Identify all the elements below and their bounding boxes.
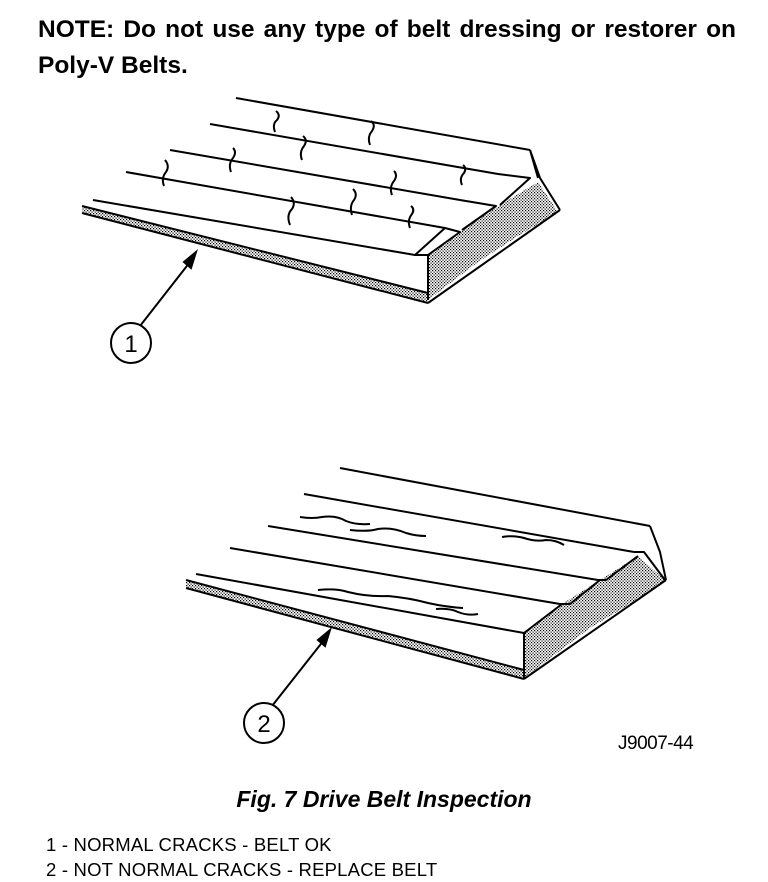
figure-caption: Fig. 7 Drive Belt Inspection [236, 786, 532, 812]
callout-1-circle: 1 [110, 322, 152, 364]
callout-2-arrow [271, 627, 332, 707]
belt-not-normal-cracks [185, 467, 667, 680]
callout-1-arrow [139, 249, 198, 327]
callout-2-circle: 2 [243, 702, 285, 744]
legend-item: 1 - NORMAL CRACKS - BELT OK [46, 834, 332, 855]
note-text: NOTE: Do not use any type of belt dressi… [38, 16, 736, 79]
callout-2-label: 2 [257, 711, 270, 738]
callout-1-label: 1 [124, 331, 137, 358]
belt-normal-cracks [81, 97, 561, 304]
figure-code: J9007-44 [618, 733, 694, 754]
figure-legend: 1 - NORMAL CRACKS - BELT OK 2 - NOT NORM… [46, 832, 437, 882]
legend-item: 2 - NOT NORMAL CRACKS - REPLACE BELT [46, 859, 438, 880]
